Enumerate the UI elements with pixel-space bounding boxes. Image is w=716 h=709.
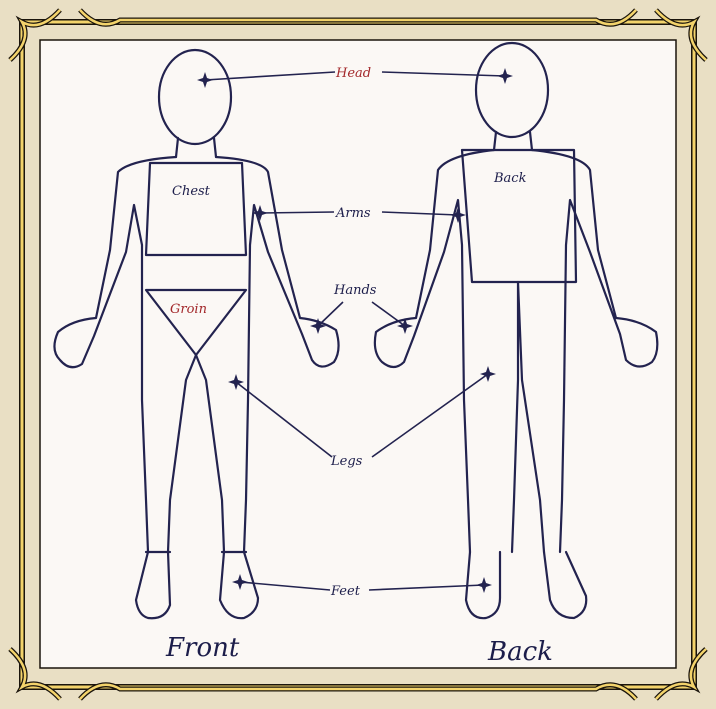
label-legs: Legs	[330, 454, 363, 469]
label-feet: Feet	[330, 584, 361, 599]
caption-back: Back	[487, 637, 553, 667]
label-hands: Hands	[333, 283, 377, 298]
label-groin: Groin	[170, 302, 207, 317]
caption-front: Front	[165, 633, 240, 663]
label-head: Head	[335, 66, 371, 81]
label-chest: Chest	[172, 184, 211, 199]
diagram-panel	[40, 40, 676, 668]
label-back-region: Back	[493, 171, 527, 186]
label-arms: Arms	[335, 206, 371, 221]
